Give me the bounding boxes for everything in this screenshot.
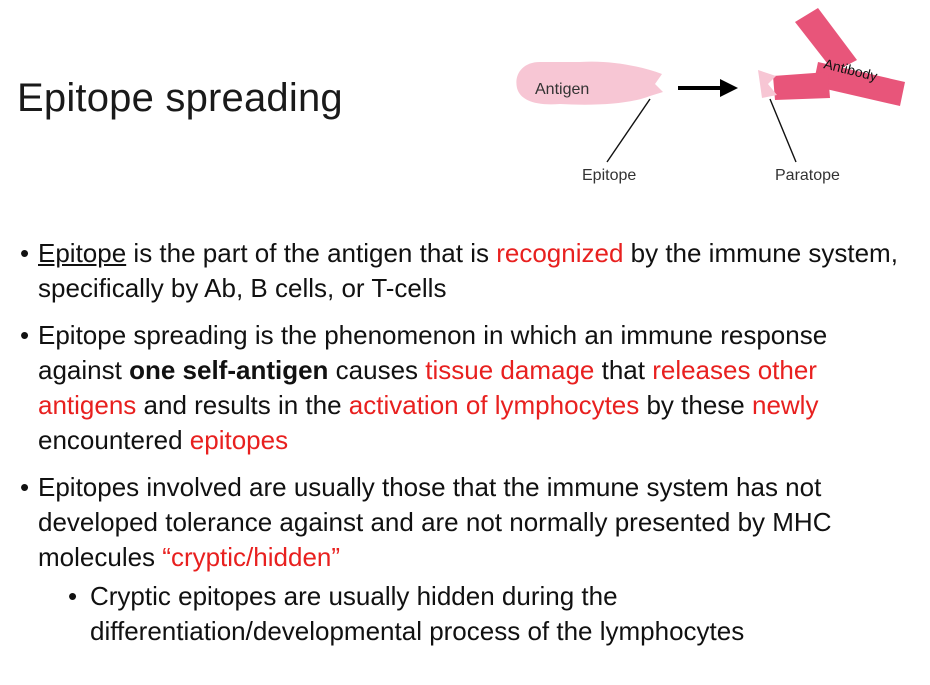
slide-title: Epitope spreading <box>17 76 343 120</box>
antibody-arm <box>795 8 857 72</box>
antigen-label: Antigen <box>535 81 589 98</box>
highlight-text: newly <box>751 390 819 420</box>
bullet-dot-icon: • <box>68 581 78 611</box>
bullet-text: Epitope spreading is the phenomenon in w… <box>38 320 828 385</box>
sub-bullet-item: • Cryptic epitopes are usually hidden du… <box>38 579 915 649</box>
bullet-dot-icon: • <box>20 238 30 268</box>
bullet-text: encountered <box>38 425 190 455</box>
bullet-text: Epitopes involved are usually those that… <box>38 472 832 572</box>
arrow-head-icon <box>720 79 738 97</box>
antibody-body <box>813 62 905 106</box>
bold-text: one self-antigen <box>129 355 329 385</box>
highlight-text: releases other antigens <box>38 355 817 420</box>
bullet-text: causes <box>328 355 426 385</box>
highlight-text: epitopes <box>189 425 289 455</box>
epitope-pointer-line <box>606 98 651 163</box>
bullet-text: by the immune system, specifically by Ab… <box>38 238 898 303</box>
sub-bullet-text: Cryptic epitopes are usually hidden duri… <box>90 581 745 646</box>
bullet-text: that <box>594 355 653 385</box>
paratope-pointer-line <box>769 98 797 163</box>
epitope-label: Epitope <box>582 167 636 184</box>
bullet-item: • Epitope is the part of the antigen tha… <box>20 236 915 306</box>
paratope-bar <box>773 72 830 100</box>
bullet-text: is the part of the antigen that is <box>126 238 497 268</box>
bullet-dot-icon: • <box>20 320 30 350</box>
highlight-text: recognized <box>496 238 624 268</box>
highlight-text: “cryptic/hidden” <box>162 542 341 572</box>
epitope-paratope-diagram: Antigen Epitope Antibody Paratope <box>516 8 905 184</box>
highlight-text: activation of lymphocytes <box>348 390 640 420</box>
paratope-label: Paratope <box>775 167 840 184</box>
bullet-list: • Epitope is the part of the antigen tha… <box>20 236 915 661</box>
paratope-notch <box>758 70 777 98</box>
highlight-text: tissue damage <box>425 355 595 385</box>
bullet-item: • Epitope spreading is the phenomenon in… <box>20 318 915 458</box>
bullet-item: • Epitopes involved are usually those th… <box>20 470 915 649</box>
antigen-shape <box>516 61 663 105</box>
bullet-dot-icon: • <box>20 472 30 502</box>
term-epitope: Epitope <box>38 238 127 268</box>
bullet-text: by these <box>639 390 752 420</box>
bullet-text: and results in the <box>136 390 349 420</box>
